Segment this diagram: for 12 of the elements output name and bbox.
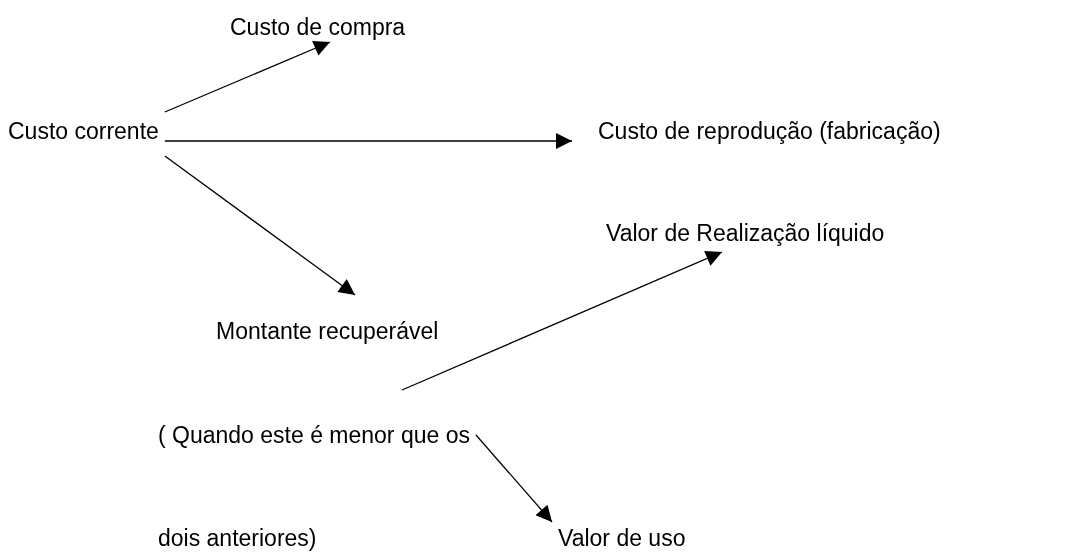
arrow [164,40,331,113]
arrow [164,133,573,149]
node-text: Montante recuperável [216,318,439,344]
node-text: Custo de reprodução (fabricação) [598,118,941,144]
arrow [475,434,553,523]
node-text: Custo corrente [8,118,159,144]
arrow [164,155,356,296]
node-text: Valor de Realização líquido [606,220,885,246]
node-text: ( Quando este é menor que os dois anteriores) [158,421,470,553]
arrow [401,251,723,391]
node-text: Valor de uso [558,525,686,551]
node-text: Custo de compra [230,14,406,40]
